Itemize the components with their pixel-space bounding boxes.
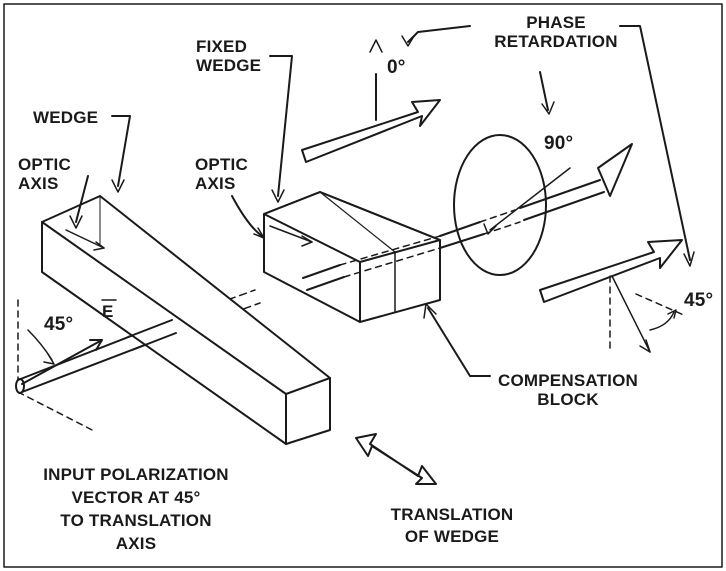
zero-degree-arrow <box>301 99 441 163</box>
input-polarization-line-3: TO TRANSLATION <box>60 511 212 530</box>
leader-compensation-block <box>427 307 491 377</box>
fixed-wedge-line-1: FIXED <box>196 37 248 56</box>
translation-of-wedge-line-1: TRANSLATION <box>390 505 514 524</box>
zero-degree-label: 0° <box>387 57 406 78</box>
input-polarization-line-1: INPUT POLARIZATION <box>43 465 229 484</box>
phase-plane-ellipse <box>453 134 547 276</box>
wedge <box>41 195 331 445</box>
fixed-wedge-block <box>263 191 441 323</box>
beam-arrowhead <box>597 143 633 197</box>
optic-axis-left-line-1: OPTIC <box>18 155 71 174</box>
phase-retardation-label: PHASE RETARDATION <box>482 13 630 51</box>
beam-over-wedge <box>127 319 173 338</box>
fixed-wedge-label: FIXED WEDGE <box>196 37 261 75</box>
translation-of-wedge-line-2: OF WEDGE <box>404 527 500 546</box>
e-vector-label: E <box>102 302 114 321</box>
fixed-wedge-line-2: WEDGE <box>196 56 262 75</box>
leader-phase-to-ninety <box>539 71 549 111</box>
polarization-tilt-line <box>611 275 651 353</box>
optic-axis-arrow-left <box>65 229 105 249</box>
optic-axis-left-line-2: AXIS <box>18 174 59 193</box>
optic-axis-arrow-center <box>269 225 313 243</box>
ninety-degree-label: 90° <box>544 133 574 154</box>
optic-axis-center-line-2: AXIS <box>195 174 236 193</box>
diagram-frame <box>3 3 723 568</box>
leader-phase-to-forty-five <box>619 25 691 261</box>
leader-ellipse <box>489 167 571 231</box>
optic-axis-center-line-1: OPTIC <box>195 155 248 174</box>
phase-retardation-line-2: RETARDATION <box>494 32 618 51</box>
compensation-block-label: COMPENSATION BLOCK <box>478 371 658 409</box>
translation-of-wedge-label: TRANSLATION OF WEDGE <box>372 504 532 548</box>
input-polarization-line-2: VECTOR AT 45° <box>71 488 201 507</box>
forty-five-degree-arrow <box>539 239 683 303</box>
optic-axis-label-left: OPTIC AXIS <box>18 155 71 193</box>
leader-optic-axis-left <box>75 175 89 223</box>
wedge-label: WEDGE <box>33 108 99 127</box>
leader-wedge <box>111 115 131 187</box>
phase-retardation-line-1: PHASE <box>526 13 586 32</box>
leader-optic-axis-center <box>231 195 263 237</box>
e-vector-arrow <box>21 339 103 385</box>
input-polarization-label: INPUT POLARIZATION VECTOR AT 45° TO TRAN… <box>16 463 256 555</box>
optic-axis-label-center: OPTIC AXIS <box>195 155 248 193</box>
compensation-block-line-2: BLOCK <box>537 390 599 409</box>
input-polarization-line-4: AXIS <box>115 534 157 553</box>
forty-five-degree-label-right: 45° <box>684 290 714 311</box>
compensation-block-line-1: COMPENSATION <box>498 371 638 390</box>
forty-five-degree-label-left: 45° <box>44 314 74 335</box>
right-angle-arc <box>649 311 675 331</box>
leader-fixed-wedge <box>269 55 293 197</box>
leader-phase-to-zero <box>407 25 471 43</box>
translation-double-arrow <box>355 433 437 485</box>
